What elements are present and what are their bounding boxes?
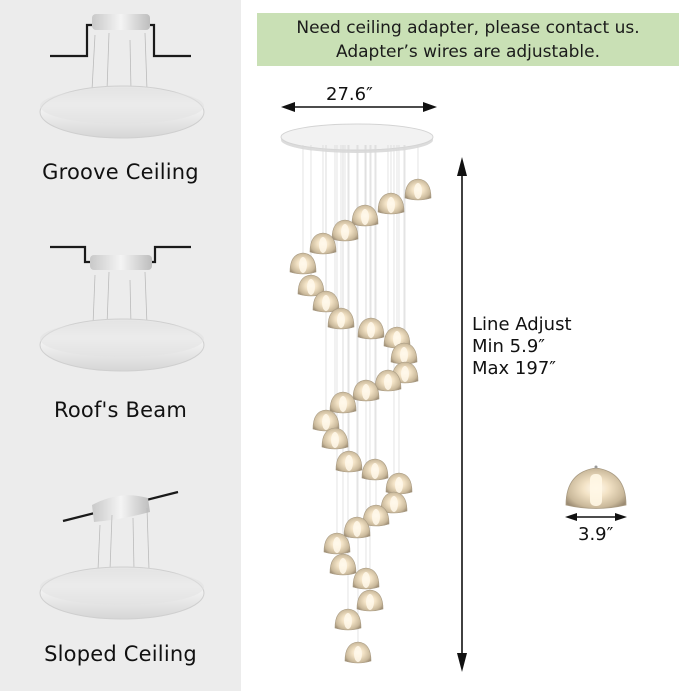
groove-ceiling-label: Groove Ceiling	[42, 160, 199, 184]
line-length-arrow	[457, 157, 467, 672]
canopy-width-arrow	[281, 102, 437, 112]
pendant-globes	[289, 145, 432, 664]
sloped-ceiling-label: Sloped Ceiling	[44, 642, 197, 666]
single-pendant-detail	[565, 465, 627, 521]
panel-divider	[241, 0, 243, 691]
roof-beam-label: Roof's Beam	[54, 398, 187, 422]
line-adjust-info: Line Adjust Min 5.9″ Max 197″	[472, 314, 572, 380]
line-adjust-title: Line Adjust	[472, 314, 572, 335]
line-adjust-min: Min 5.9″	[472, 336, 546, 357]
groove-ceiling-mount-icon	[39, 14, 205, 139]
canopy-width-label: 27.6″	[326, 84, 373, 105]
banner-line-1: Need ceiling adapter, please contact us.	[296, 18, 640, 38]
banner-line-2: Adapter’s wires are adjustable.	[336, 42, 600, 62]
adapter-notice-banner: Need ceiling adapter, please contact us.…	[257, 13, 679, 66]
line-adjust-max: Max 197″	[472, 358, 557, 379]
pendant-width-label: 3.9″	[578, 524, 614, 545]
roof-beam-mount-icon	[39, 245, 205, 372]
sloped-ceiling-mount-icon	[39, 490, 205, 620]
chandelier-canopy	[280, 123, 434, 153]
